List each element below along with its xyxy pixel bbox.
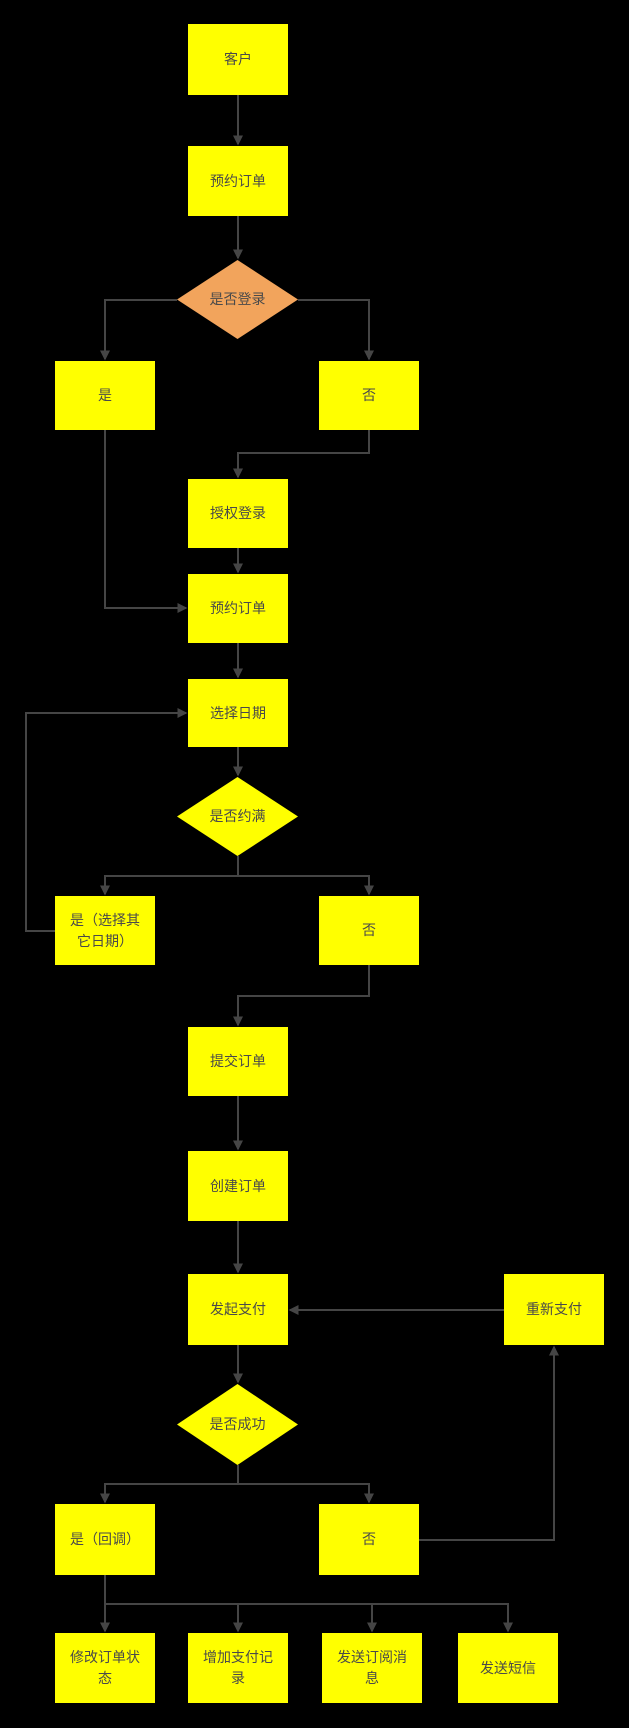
edge-login-check-to-yes [100, 299, 177, 361]
node-send-sms[interactable]: 发送短信 [458, 1633, 558, 1703]
node-login-yes[interactable]: 是 [55, 361, 155, 430]
node-update-order-status[interactable]: 修改订单状态 [55, 1633, 155, 1703]
edge-callback-to-send-sms [105, 1603, 513, 1633]
node-label: 选择日期 [210, 704, 266, 721]
node-label: 发起支付 [210, 1301, 266, 1317]
node-label: 创建订单 [210, 1177, 266, 1194]
node-auth-login[interactable]: 授权登录 [188, 479, 288, 548]
node-reserve-order-2[interactable]: 预约订单 [188, 574, 288, 643]
node-label: 修改订单状态 [70, 1649, 140, 1686]
edge-success-check-to-no [238, 1483, 374, 1504]
node-label: 提交订单 [210, 1053, 266, 1069]
edge-login-check-to-no [298, 299, 374, 361]
node-label: 否 [362, 387, 376, 403]
node-submit-order[interactable]: 提交订单 [188, 1027, 288, 1096]
node-label: 增加支付记录 [203, 1649, 273, 1686]
edge-choose-other-date-loop-to-select-date [25, 708, 188, 932]
node-create-order[interactable]: 创建订单 [188, 1151, 288, 1221]
node-label: 否 [362, 1531, 376, 1547]
node-label: 重新支付 [526, 1301, 582, 1317]
node-label: 是否成功 [209, 1416, 266, 1432]
node-label: 是（回调） [70, 1531, 140, 1547]
node-success-yes-callback[interactable]: 是（回调） [55, 1504, 155, 1575]
edge-success-no-to-repay [419, 1345, 559, 1541]
node-add-payment-record[interactable]: 增加支付记录 [188, 1633, 288, 1703]
edge-login-no-to-auth-login [233, 430, 370, 479]
node-label: 预约订单 [210, 172, 266, 189]
node-login-no[interactable]: 否 [319, 361, 419, 430]
edge-login-yes-to-reserve-order-2 [104, 430, 188, 613]
node-booked-yes-choose-other-date[interactable]: 是（选择其它日期） [55, 896, 155, 965]
edge-callback-to-add-payment-record [105, 1603, 243, 1633]
edge-fully-booked-to-no [238, 875, 374, 896]
node-label: 发送订阅消息 [337, 1649, 407, 1686]
node-label: 是否登录 [209, 291, 266, 307]
node-select-date[interactable]: 选择日期 [188, 679, 288, 747]
node-label: 是否约满 [209, 808, 266, 824]
node-label: 是 [98, 387, 112, 403]
node-label: 发送短信 [480, 1659, 536, 1676]
node-label: 预约订单 [210, 600, 266, 616]
node-label: 客户 [224, 51, 252, 67]
node-booked-no[interactable]: 否 [319, 896, 419, 965]
node-repay[interactable]: 重新支付 [504, 1274, 604, 1345]
node-success-no[interactable]: 否 [319, 1504, 419, 1575]
edge-fully-booked-to-yes [100, 856, 239, 896]
node-label: 否 [362, 922, 376, 938]
node-label: 是（选择其它日期） [70, 911, 140, 949]
node-customer[interactable]: 客户 [188, 24, 288, 95]
node-initiate-payment[interactable]: 发起支付 [188, 1274, 288, 1345]
edge-success-check-to-yes [100, 1465, 239, 1504]
node-send-subscribe-message[interactable]: 发送订阅消息 [322, 1633, 422, 1703]
edge-booked-no-to-submit-order [233, 965, 370, 1027]
node-label: 授权登录 [210, 505, 266, 521]
node-reserve-order[interactable]: 预约订单 [188, 146, 288, 216]
